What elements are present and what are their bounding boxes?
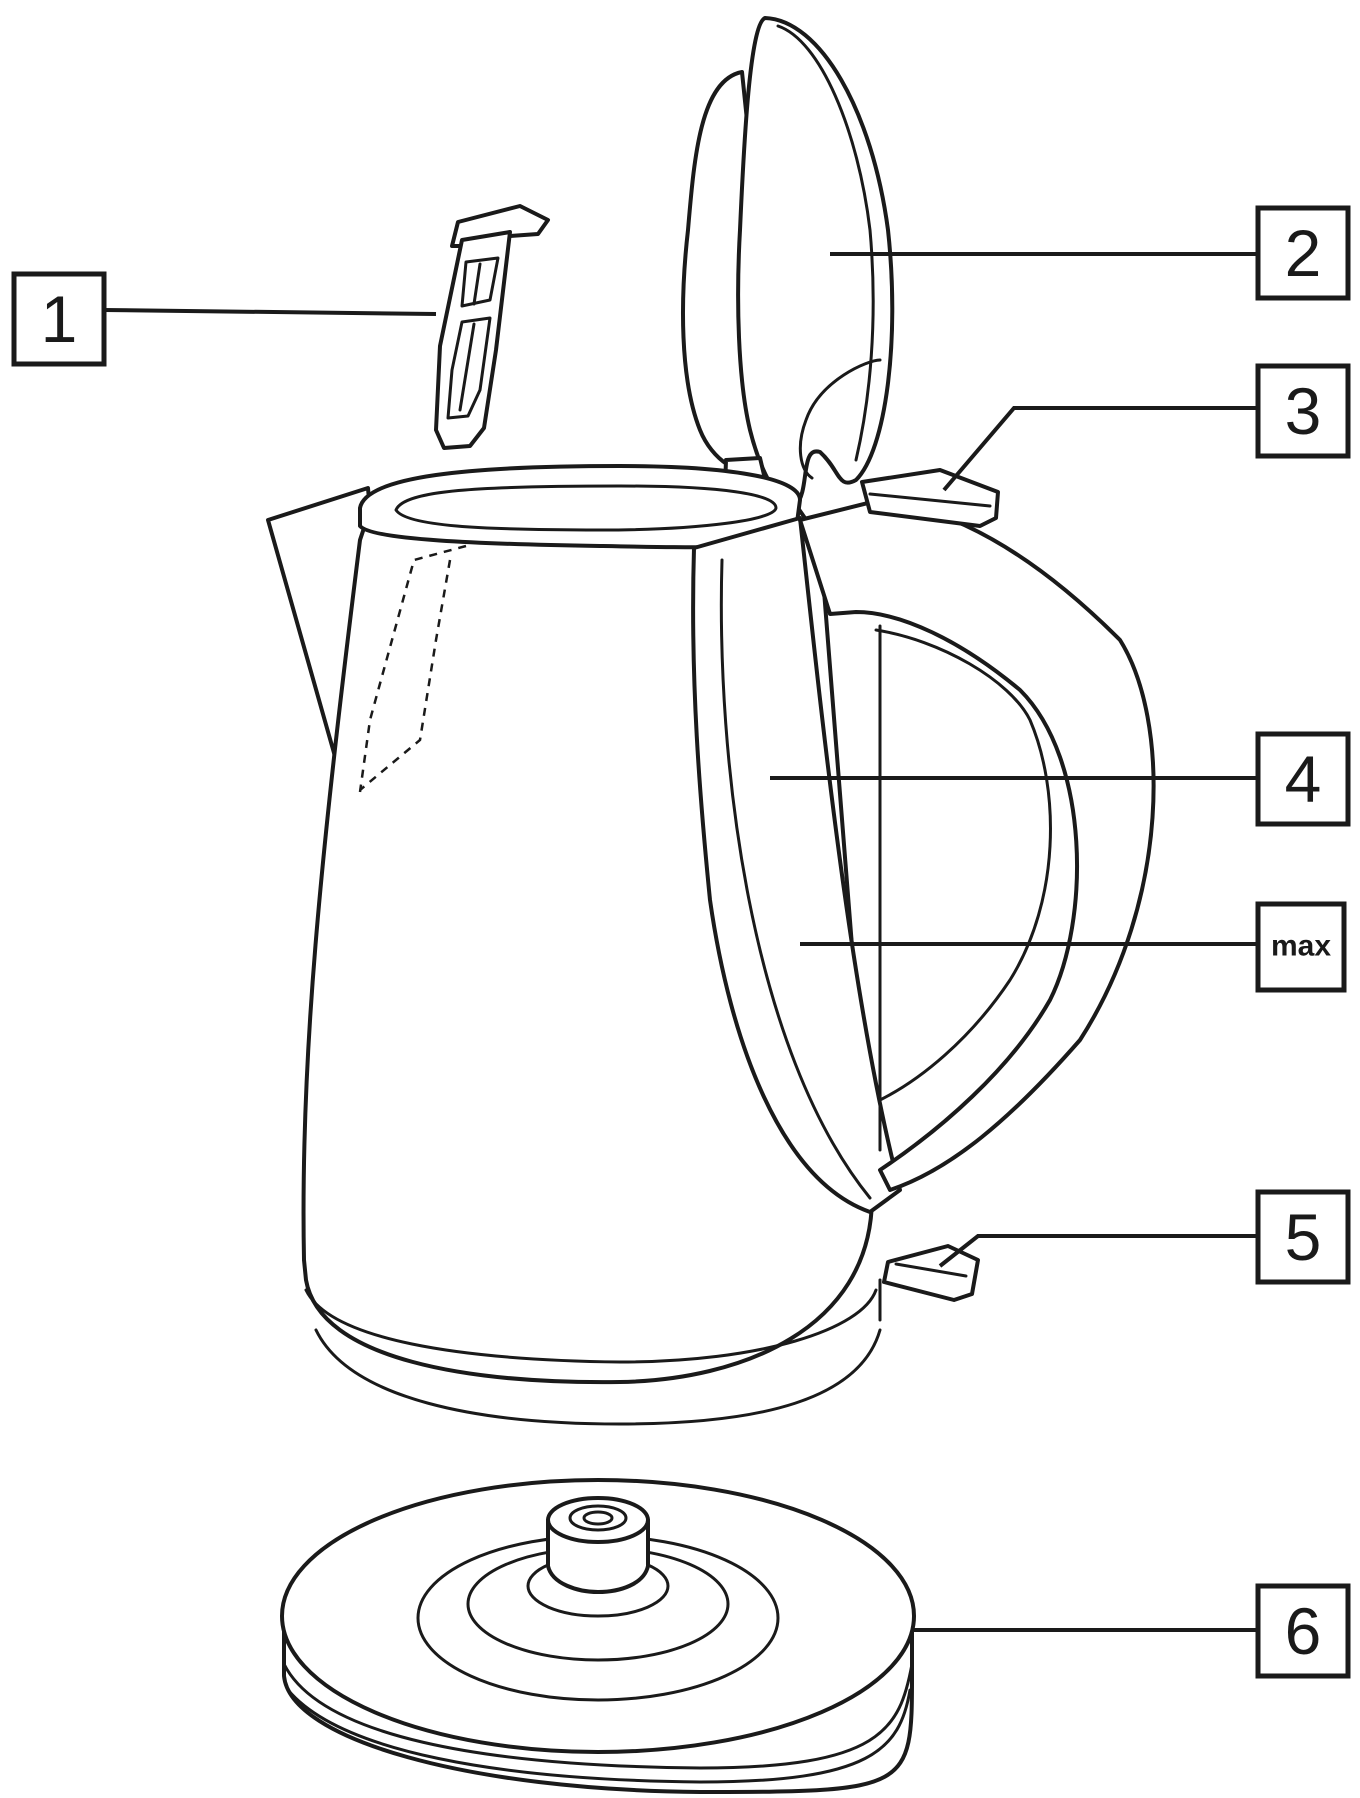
callout-2-label: 2 xyxy=(1285,216,1322,290)
kettle-body xyxy=(266,464,1156,1426)
callout-5: 5 xyxy=(1255,1189,1351,1285)
callout-1-label: 1 xyxy=(41,282,78,356)
callout-4: 4 xyxy=(1255,731,1351,827)
callout-6-label: 6 xyxy=(1285,1594,1322,1668)
callout-6: 6 xyxy=(1255,1583,1351,1679)
callout-max-label: max xyxy=(1271,930,1331,963)
leader-5 xyxy=(938,1234,1258,1268)
callout-3: 3 xyxy=(1255,363,1351,459)
callout-3-label: 3 xyxy=(1285,374,1322,448)
callout-1: 1 xyxy=(11,271,107,367)
callout-5-label: 5 xyxy=(1285,1200,1322,1274)
callout-2: 2 xyxy=(1255,205,1351,301)
kettle-lid xyxy=(681,16,895,522)
leader-1 xyxy=(103,308,437,316)
callout-4-label: 4 xyxy=(1285,742,1322,816)
limescale-filter xyxy=(434,204,550,450)
power-base xyxy=(280,1478,916,1794)
leader-3 xyxy=(942,406,1258,492)
callout-max: max xyxy=(1255,901,1347,993)
